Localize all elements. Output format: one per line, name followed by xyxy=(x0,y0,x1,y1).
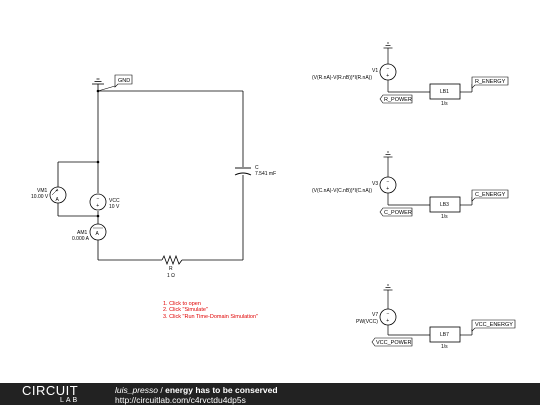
title-separator: / xyxy=(158,385,166,395)
capacitor-c[interactable] xyxy=(234,167,252,176)
vcc-plus: + xyxy=(96,203,99,209)
v1-name: V1 xyxy=(372,68,378,74)
vcc-minus: − xyxy=(97,196,100,202)
gnd-label-text: GND xyxy=(118,78,130,84)
energy-block-r: − + V1 (V(R.nA)-V(R.nB))*I(R.nA)) R_POWE… xyxy=(312,42,509,107)
am1-name: AM1 xyxy=(77,230,88,236)
r-power-label: R_POWER xyxy=(384,97,412,103)
v3-minus: − xyxy=(387,179,390,185)
resistor-value: 1 Ω xyxy=(167,273,175,279)
v1-minus: − xyxy=(387,66,390,72)
capacitor-value: 7.541 mF xyxy=(255,171,276,177)
r-energy-label: R_ENERGY xyxy=(475,79,506,85)
resistor-r[interactable] xyxy=(161,254,183,266)
lb7-name: LB7 xyxy=(440,332,449,338)
junction-dot xyxy=(96,214,100,218)
v3-plus: + xyxy=(386,186,389,192)
lb3-fn: 1/s xyxy=(441,214,448,220)
am1-ammeter[interactable]: A xyxy=(89,223,107,241)
v7-expr: PW(VCC) xyxy=(356,319,378,325)
vcc-power-label: VCC_POWER xyxy=(376,340,411,346)
logo-bottom-text: LAB xyxy=(60,397,80,404)
gnd-net-label: GND xyxy=(114,74,133,88)
instructions: 1. Click to open 2. Click "Simulate" 3. … xyxy=(163,301,258,320)
instruction-step-1[interactable]: 1. Click to open xyxy=(163,301,201,307)
energy-block-c: − + V3 (V(C.nA)-V(C.nB))*I(C.nA)) C_POWE… xyxy=(312,151,509,220)
v1-plus: + xyxy=(386,73,389,79)
ground-symbol xyxy=(92,78,104,85)
capacitor-name: C xyxy=(255,165,259,171)
v7-minus: − xyxy=(387,311,390,317)
footer-bar xyxy=(0,383,540,405)
v3-source[interactable] xyxy=(379,176,397,194)
instruction-step-2: 2. Click "Simulate" xyxy=(163,307,208,314)
vcc-value: 10 V xyxy=(109,204,120,210)
lb1-fn: 1/s xyxy=(441,101,448,107)
vcc-name: VCC xyxy=(109,198,120,204)
lb1-name: LB1 xyxy=(440,89,449,95)
meter-a-symbol: A xyxy=(56,197,60,203)
v1-source[interactable] xyxy=(379,63,397,81)
lb3-name: LB3 xyxy=(440,202,449,208)
c-power-label: C_POWER xyxy=(384,210,412,216)
lb3-block[interactable] xyxy=(429,196,461,213)
c-energy-label: C_ENERGY xyxy=(475,192,506,198)
vcc-energy-label: VCC_ENERGY xyxy=(475,322,513,328)
resistor-name: R xyxy=(169,266,173,272)
junction-dot xyxy=(96,89,100,93)
meter-a-symbol: A xyxy=(96,231,100,237)
author-link[interactable]: luis_presso xyxy=(115,385,158,395)
vm1-voltmeter[interactable]: A + xyxy=(49,186,67,204)
meter-plus: + xyxy=(56,188,59,194)
lb1-block[interactable] xyxy=(429,83,461,100)
lb7-block[interactable] xyxy=(429,326,461,343)
logo-top-text: CIRCUIT xyxy=(22,383,79,398)
v7-source[interactable] xyxy=(379,308,397,326)
lb7-fn: 1/s xyxy=(441,344,448,350)
v7-plus: + xyxy=(386,318,389,324)
v1-expr: (V(R.nA)-V(R.nB))*I(R.nA)) xyxy=(312,75,372,81)
v3-name: V3 xyxy=(372,181,378,187)
junction-dot xyxy=(96,160,100,164)
v7-name: V7 xyxy=(372,312,378,318)
circuit-url[interactable]: http://circuitlab.com/c4rvctdu4dp5s xyxy=(115,395,246,405)
v3-expr: (V(C.nA)-V(C.nB))*I(C.nA)) xyxy=(312,188,372,194)
am1-value: 0.000 A xyxy=(72,236,90,242)
circuitlab-logo[interactable]: CIRCUIT LAB xyxy=(22,384,79,405)
vcc-voltage-source[interactable]: − + xyxy=(89,193,107,211)
energy-block-vcc: − + V7 PW(VCC) VCC_POWER LB7 1/s VCC_ENE… xyxy=(356,284,516,350)
vm1-value: 10.00 V xyxy=(31,194,49,200)
instruction-step-3: 3. Click "Run Time-Domain Simulation" xyxy=(163,313,258,320)
vm1-name: VM1 xyxy=(37,188,48,194)
circuit-title: energy has to be conserved xyxy=(165,385,278,395)
schematic-canvas: GND A + VM1 10.00 V − + VCC 10 V A AM1 0… xyxy=(31,42,516,350)
footer-title: luis_presso / energy has to be conserved xyxy=(115,385,278,395)
